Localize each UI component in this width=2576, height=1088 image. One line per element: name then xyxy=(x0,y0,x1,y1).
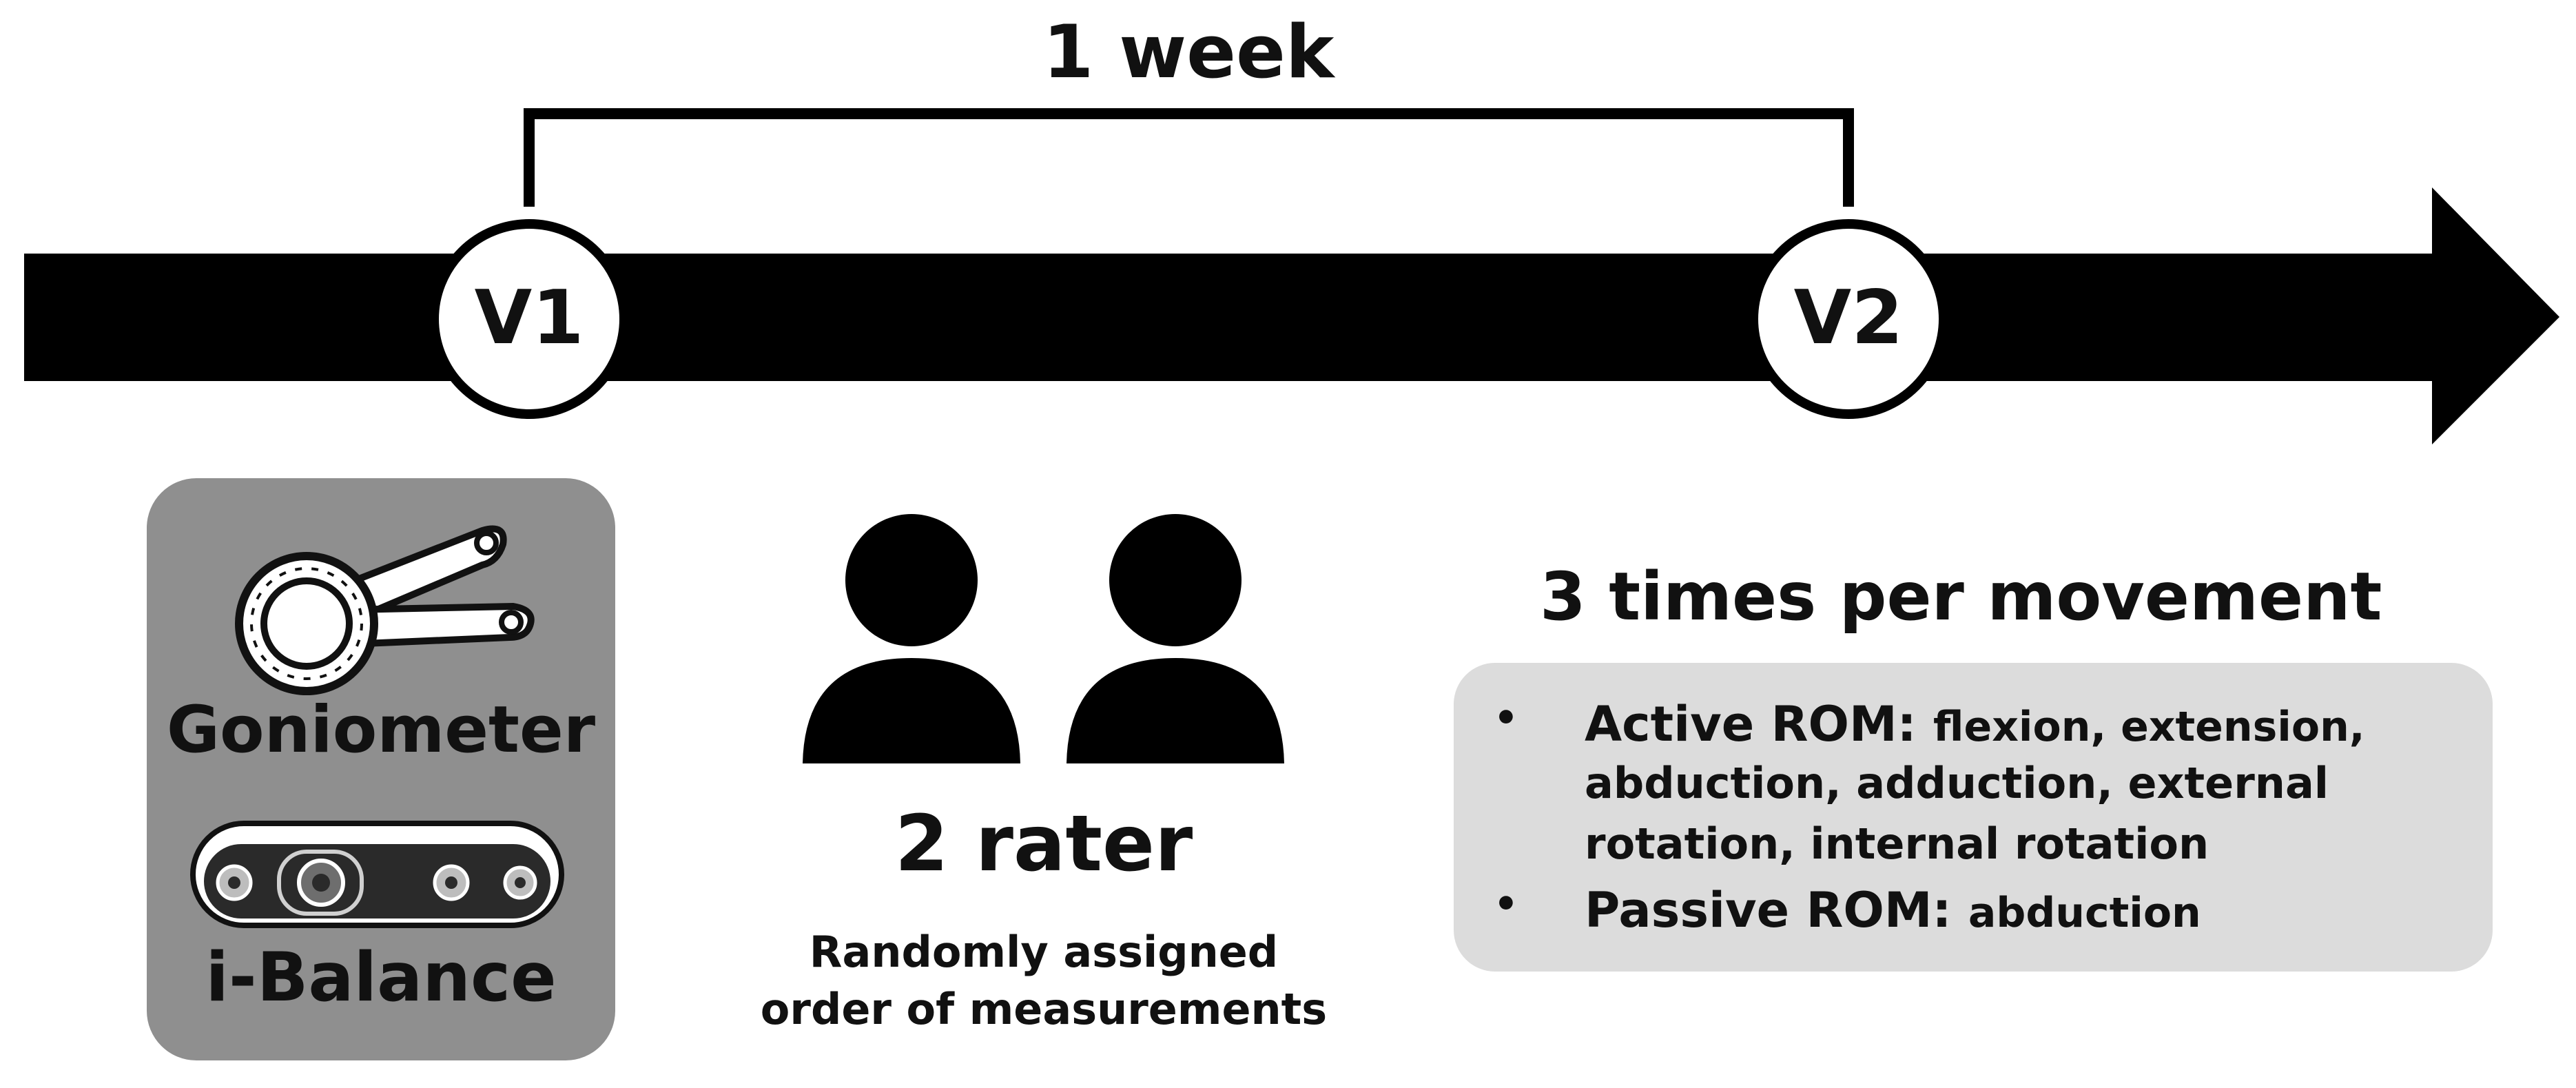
bullet-icon: • xyxy=(1494,882,1518,927)
rater-note-line-2: order of measurements xyxy=(760,984,1328,1034)
movements-heading: 3 times per movement xyxy=(1540,558,2382,635)
movements-panel xyxy=(1454,663,2493,972)
active-rom-title: Active ROM: xyxy=(1585,696,1917,752)
goniometer-label: Goniometer xyxy=(166,692,596,768)
person-icon xyxy=(1067,514,1284,763)
passive-rom-title: Passive ROM: xyxy=(1585,882,1952,938)
rater-note-line-1: Randomly assigned xyxy=(809,927,1279,977)
visit-2-label: V2 xyxy=(1794,275,1904,361)
bullet-icon: • xyxy=(1494,696,1518,741)
visit-1-circle xyxy=(429,219,629,419)
interval-label: 1 week xyxy=(1043,10,1336,94)
passive-rom-items: abduction xyxy=(1968,889,2201,937)
goniometer-icon xyxy=(235,525,535,695)
visit-2-circle xyxy=(1749,219,1948,419)
passive-rom-line: Passive ROM: abduction xyxy=(1585,882,2201,938)
interval-bracket xyxy=(524,108,1854,207)
active-rom-line-2: abduction, adduction, external xyxy=(1585,758,2329,808)
ibalance-label: i-Balance xyxy=(205,938,557,1017)
visit-1-label: V1 xyxy=(475,275,584,361)
active-rom-line-3: rotation, internal rotation xyxy=(1585,819,2209,869)
rater-count-label: 2 rater xyxy=(894,799,1193,889)
depth-camera-icon xyxy=(190,821,564,928)
active-rom-items-1: flexion, extension, xyxy=(1933,703,2365,751)
person-icon xyxy=(803,514,1020,763)
active-rom-line-1: Active ROM: flexion, extension, xyxy=(1585,696,2365,752)
